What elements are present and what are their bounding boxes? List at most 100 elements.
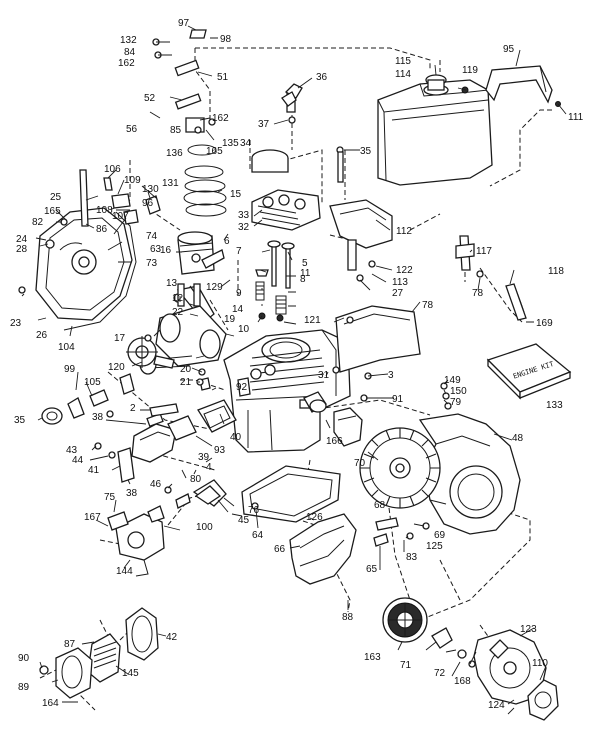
callout: 68	[374, 500, 386, 511]
callout: 168	[454, 676, 471, 687]
callout: 78	[422, 300, 434, 311]
callout: 37	[258, 119, 270, 130]
callout: 165	[44, 206, 61, 217]
callout: 166	[326, 436, 343, 447]
callout: 97	[178, 18, 190, 29]
callout: 129	[206, 282, 223, 293]
callout: 70	[354, 458, 366, 469]
callout: 114	[395, 69, 411, 80]
flywheel	[359, 427, 441, 509]
callout: 40	[230, 432, 242, 443]
callout: 150	[450, 386, 467, 397]
callout: 132	[120, 35, 137, 46]
misc-left-parts	[41, 373, 179, 459]
callout: 125	[426, 541, 443, 552]
callout: 82	[32, 217, 44, 228]
callouts: 132 97 98 84 162 51 36 52 56 162 85 136 …	[10, 18, 584, 711]
callout: 122	[396, 265, 413, 276]
callout: 135	[222, 138, 239, 149]
carburetor	[107, 505, 165, 577]
crankcase-cover	[35, 207, 133, 321]
callout: 123	[520, 624, 537, 635]
callout: 120	[108, 362, 125, 373]
cam-gear	[126, 336, 175, 369]
callout: 164	[42, 698, 59, 709]
leader-lines	[21, 25, 567, 715]
callout: 34	[240, 138, 252, 149]
callout: 52	[144, 93, 156, 104]
callout: 42	[166, 632, 178, 643]
callout: 110	[532, 658, 548, 669]
callout: 119	[462, 65, 478, 76]
tank-mount-bracket	[329, 146, 393, 271]
callout: 48	[512, 433, 524, 444]
callout: 11	[300, 268, 311, 279]
callout: 33	[238, 210, 250, 221]
callout: 105	[84, 377, 101, 388]
callout: 109	[124, 175, 141, 186]
callout: 51	[217, 72, 229, 83]
callout: 115	[395, 56, 411, 67]
misc-right-parts	[18, 260, 452, 547]
callout: 106	[104, 164, 121, 175]
callout: 10	[238, 324, 250, 335]
air-cleaner	[39, 607, 159, 699]
recoil-starter	[473, 629, 547, 705]
starter-screen	[431, 627, 476, 668]
callout: 46	[150, 479, 162, 490]
callout: 19	[224, 314, 236, 325]
callout: 163	[364, 652, 381, 663]
callout: 78	[472, 288, 484, 299]
callout: 96	[142, 198, 154, 209]
piston	[177, 231, 225, 275]
callout: 91	[392, 394, 404, 405]
callout: 22	[172, 307, 184, 318]
callout: 112	[396, 226, 412, 237]
callout: 73	[146, 258, 158, 269]
callout: 17	[114, 333, 126, 344]
callout: 39	[198, 452, 210, 463]
starter-handle	[527, 679, 559, 721]
cylinder-head	[251, 91, 321, 231]
piston-rings	[183, 144, 227, 217]
callout: 8	[300, 274, 306, 285]
callout: 107	[112, 211, 129, 222]
governor-shaft	[79, 169, 161, 227]
callout: 71	[400, 660, 412, 671]
callout: 75	[104, 492, 116, 503]
callout: 65	[366, 564, 378, 575]
callout: 90	[18, 653, 30, 664]
callout: 104	[58, 342, 75, 353]
callout: 121	[304, 315, 321, 326]
crankshaft	[139, 305, 227, 375]
callout: 2	[130, 403, 136, 414]
callout: 45	[238, 515, 250, 526]
callout: 89	[18, 682, 30, 693]
fuel-tank	[377, 74, 493, 186]
callout: 162	[212, 113, 229, 124]
callout: 13	[166, 278, 178, 289]
callout: 31	[318, 370, 330, 381]
callout: 167	[84, 512, 101, 523]
callout: 41	[88, 465, 100, 476]
callout: 149	[444, 375, 461, 386]
callout: 133	[546, 400, 563, 411]
starter-cup	[382, 597, 428, 643]
callout: 85	[170, 125, 182, 136]
callout: 3	[388, 370, 394, 381]
callout: 64	[252, 530, 264, 541]
callout: 130	[142, 184, 159, 195]
callout: 43	[66, 445, 78, 456]
callout: 14	[232, 304, 244, 315]
callout: 21	[180, 377, 192, 388]
callout: 74	[146, 231, 158, 242]
callout: 111	[568, 112, 584, 123]
callout: 16	[160, 245, 172, 256]
engine-kit-box: ENGINE KIT	[486, 343, 572, 400]
callout: 131	[162, 178, 179, 189]
callout: 117	[476, 246, 492, 257]
callout: 76	[248, 505, 260, 516]
callout: 12	[172, 293, 184, 304]
callout: 7	[236, 246, 242, 257]
